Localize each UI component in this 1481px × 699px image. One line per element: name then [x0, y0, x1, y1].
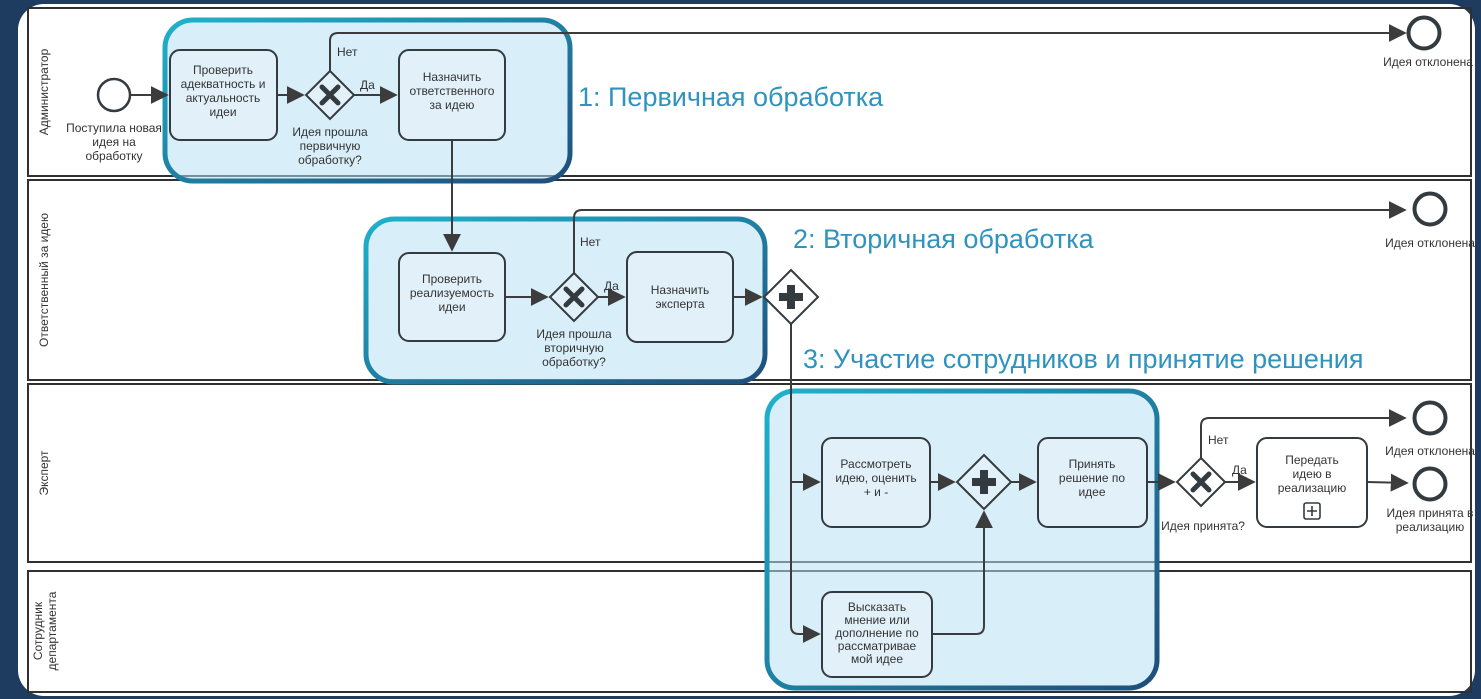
flow-gateway3-no-to-end [1200, 409, 1407, 458]
end-event-rejected-expert [1412, 400, 1448, 436]
end-label-rejected-admin: Идея отклонена [1383, 55, 1473, 69]
group-label-participation: 3: Участие сотрудников и принятие решени… [803, 344, 1363, 374]
gateway-secondary-no-label: Нет [580, 235, 601, 249]
xor-x-icon [563, 286, 585, 308]
task-assign-expert [626, 251, 734, 343]
parallel-plus-icon [779, 285, 803, 309]
end-event-accepted [1412, 466, 1448, 502]
lane-label-administrator: Администратор [37, 48, 51, 135]
flow-give-opinion-to-join [932, 510, 993, 635]
subprocess-plus-icon [1307, 506, 1317, 516]
gateway-accepted-question: Идея принята? [1161, 519, 1245, 533]
xor-x-icon [319, 84, 341, 106]
end-event-rejected-owner [1412, 191, 1448, 227]
end-event-rejected-admin [1406, 15, 1442, 51]
lane-expert [27, 383, 1472, 563]
task-review-idea [821, 437, 931, 528]
task-transfer-idea-subprocess [1256, 437, 1368, 528]
lane-label-expert: Эксперт [37, 450, 51, 496]
group-label-primary: 1: Первичная обработка [578, 82, 884, 112]
start-event [96, 77, 132, 113]
gateway-accepted-no-label: Нет [1208, 433, 1229, 447]
task-check-adequacy [169, 49, 278, 141]
lane-department-employee [27, 570, 1472, 693]
end-label-rejected-owner: Идея отклонена [1385, 236, 1475, 250]
task-check-feasibility [398, 252, 506, 342]
lane-label-idea-owner: Ответственный за идею [37, 213, 51, 347]
lane-administrator [27, 7, 1472, 177]
end-label-rejected-expert: Идея отклонена [1385, 444, 1475, 458]
group-label-secondary: 2: Вторичная обработка [793, 224, 1095, 254]
flow-transfer-to-end-accepted [1366, 473, 1409, 492]
gateway-secondary-yes-label: Да [604, 279, 619, 293]
flow-gateway1-no-to-end [329, 24, 1407, 71]
task-assign-owner [398, 49, 506, 141]
lane-label-department-employee-line2: департамента [45, 591, 59, 670]
lane-label-department-employee-line1: Сотрудник [31, 601, 45, 660]
parallel-plus-icon [972, 470, 996, 494]
xor-x-icon [1190, 471, 1212, 493]
gateway-primary-no-label: Нет [337, 45, 358, 59]
pool-lanes: Администратор Ответственный за идею Эксп… [27, 7, 1472, 693]
task-give-opinion [821, 591, 933, 678]
gateway-primary-yes-label: Да [360, 78, 375, 92]
task-make-decision [1037, 437, 1148, 528]
flow-gateway2-no-to-end [573, 201, 1407, 273]
gateway-accepted-yes-label: Да [1232, 463, 1247, 477]
flow-fork-to-give-opinion [790, 324, 821, 643]
sequence-flows [130, 24, 1409, 643]
